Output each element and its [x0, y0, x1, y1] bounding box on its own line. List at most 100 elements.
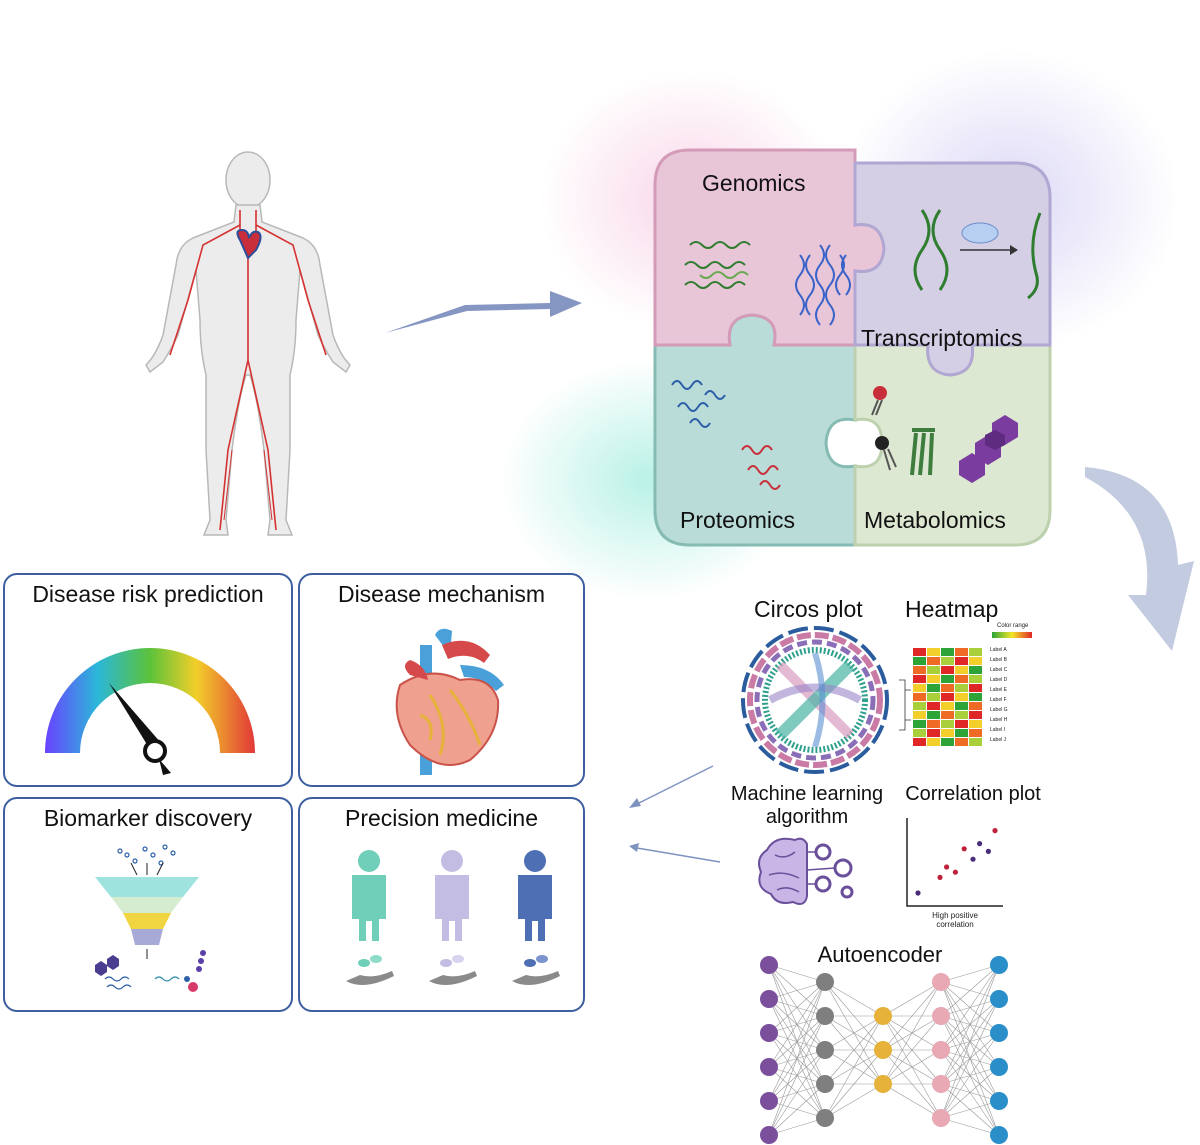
- person-icon: [518, 850, 552, 941]
- correlation-point: [992, 828, 998, 834]
- autoencoder-edge: [940, 1117, 1000, 1136]
- heatmap-cell: [941, 693, 954, 701]
- heatmap-cell: [955, 657, 968, 665]
- heatmap: [899, 632, 1032, 746]
- arrow-analysis-to-outcomes-1: [629, 765, 714, 808]
- heatmap-row-label: Label H: [990, 717, 1008, 723]
- autoencoder-node: [816, 1109, 834, 1127]
- correlation-point: [970, 856, 976, 862]
- heatmap-cell: [969, 684, 982, 692]
- heatmap-cell: [969, 711, 982, 719]
- heatmap-cell: [969, 720, 982, 728]
- autoencoder-node: [990, 1092, 1008, 1110]
- autoencoder-node: [760, 1092, 778, 1110]
- heatmap-cell: [913, 675, 926, 683]
- heatmap-cell: [927, 666, 940, 674]
- autoencoder-node: [932, 1109, 950, 1127]
- autoencoder-edge: [940, 964, 1000, 1085]
- heatmap-cell: [941, 666, 954, 674]
- autoencoder-node: [874, 1007, 892, 1025]
- heatmap-cell: [969, 675, 982, 683]
- autoencoder-node: [932, 1041, 950, 1059]
- autoencoder-edge: [882, 1015, 942, 1085]
- heatmap-cell: [927, 738, 940, 746]
- label-autoencoder: Autoencoder: [817, 942, 943, 967]
- heatmap-cell: [927, 684, 940, 692]
- heatmap-cell: [913, 648, 926, 656]
- label-correlation-plot: Correlation plot: [905, 783, 1041, 805]
- human-body-figure: [145, 151, 351, 536]
- heatmap-cell: [927, 729, 940, 737]
- autoencoder-edge: [824, 1049, 884, 1119]
- heatmap-cell: [913, 693, 926, 701]
- lipid-molecules-icon: [871, 386, 935, 476]
- card-disease-risk-prediction: Disease risk prediction: [3, 573, 293, 787]
- autoencoder-node: [760, 1126, 778, 1144]
- autoencoder-edge: [940, 964, 1000, 1017]
- circos-plot: [741, 626, 889, 774]
- autoencoder-node: [932, 1007, 950, 1025]
- biomarker-funnel-icon: [95, 844, 206, 992]
- autoencoder-node: [932, 1075, 950, 1093]
- heatmap-row-label: Label A: [990, 647, 1007, 653]
- heatmap-color-range-bar: [992, 632, 1032, 638]
- autoencoder-node: [816, 1007, 834, 1025]
- autoencoder-edge: [824, 1015, 884, 1085]
- label-proteomics: Proteomics: [680, 507, 796, 533]
- correlation-point: [977, 841, 983, 847]
- autoencoder-node: [760, 1024, 778, 1042]
- label-metabolomics: Metabolomics: [864, 507, 1006, 533]
- autoencoder-edge: [824, 1015, 884, 1051]
- autoencoder-node: [990, 1024, 1008, 1042]
- autoencoder-edge: [824, 981, 884, 1017]
- heart-icon: [395, 628, 504, 775]
- heatmap-cell: [955, 702, 968, 710]
- autoencoder-node: [816, 973, 834, 991]
- autoencoder-node: [874, 1041, 892, 1059]
- heatmap-cell: [913, 711, 926, 719]
- autoencoder-edge: [768, 1083, 826, 1136]
- heatmap-cell: [927, 693, 940, 701]
- autoencoder-edge: [824, 1015, 884, 1119]
- heatmap-cell: [941, 720, 954, 728]
- autoencoder-edge: [940, 998, 1000, 1119]
- brain-gears-icon: [758, 837, 854, 905]
- patients-icon: [346, 850, 560, 985]
- autoencoder-edge: [940, 964, 1000, 1051]
- autoencoder-edge: [768, 1015, 826, 1136]
- autoencoder-node: [990, 1058, 1008, 1076]
- autoencoder-edge: [768, 981, 826, 1068]
- autoencoder-edge: [824, 1083, 884, 1119]
- dna-to-rna-icon: [913, 209, 1042, 300]
- heatmap-row-labels: Label A Label B Label C Label D Label E …: [990, 647, 1030, 747]
- heatmap-row-label: Label G: [990, 707, 1008, 713]
- autoencoder-edge: [768, 1049, 826, 1136]
- heatmap-cell: [969, 738, 982, 746]
- autoencoder-edges: [768, 964, 1000, 1136]
- heatmap-cell: [941, 648, 954, 656]
- heatmap-cell: [913, 657, 926, 665]
- card-title-precision: Precision medicine: [344, 805, 539, 831]
- omics-puzzle: Genomics Transcriptomics Proteomics Meta…: [650, 145, 1060, 555]
- autoencoder-node: [990, 990, 1008, 1008]
- heatmap-row-label: Label D: [990, 677, 1008, 683]
- metabolite-hexagon-icon: [959, 415, 1018, 483]
- protein-red-icon: [741, 445, 781, 490]
- heatmap-cell: [927, 675, 940, 683]
- autoencoder-edge: [768, 981, 826, 1034]
- label-circos-plot: Circos plot: [754, 596, 863, 622]
- heatmap-cell: [955, 729, 968, 737]
- correlation-point: [937, 874, 943, 880]
- heatmap-row-label: Label B: [990, 657, 1007, 663]
- heatmap-cell: [941, 684, 954, 692]
- autoencoder-edge: [768, 981, 826, 1136]
- autoencoder-nodes: [760, 956, 1008, 1144]
- correlation-point: [961, 846, 967, 852]
- autoencoder-node: [990, 956, 1008, 974]
- card-title-risk: Disease risk prediction: [32, 581, 264, 607]
- autoencoder-edge: [768, 981, 826, 1102]
- autoencoder-edge: [882, 981, 942, 1017]
- autoencoder-network: [760, 956, 1008, 1144]
- heatmap-cell: [941, 711, 954, 719]
- heatmap-cell: [969, 693, 982, 701]
